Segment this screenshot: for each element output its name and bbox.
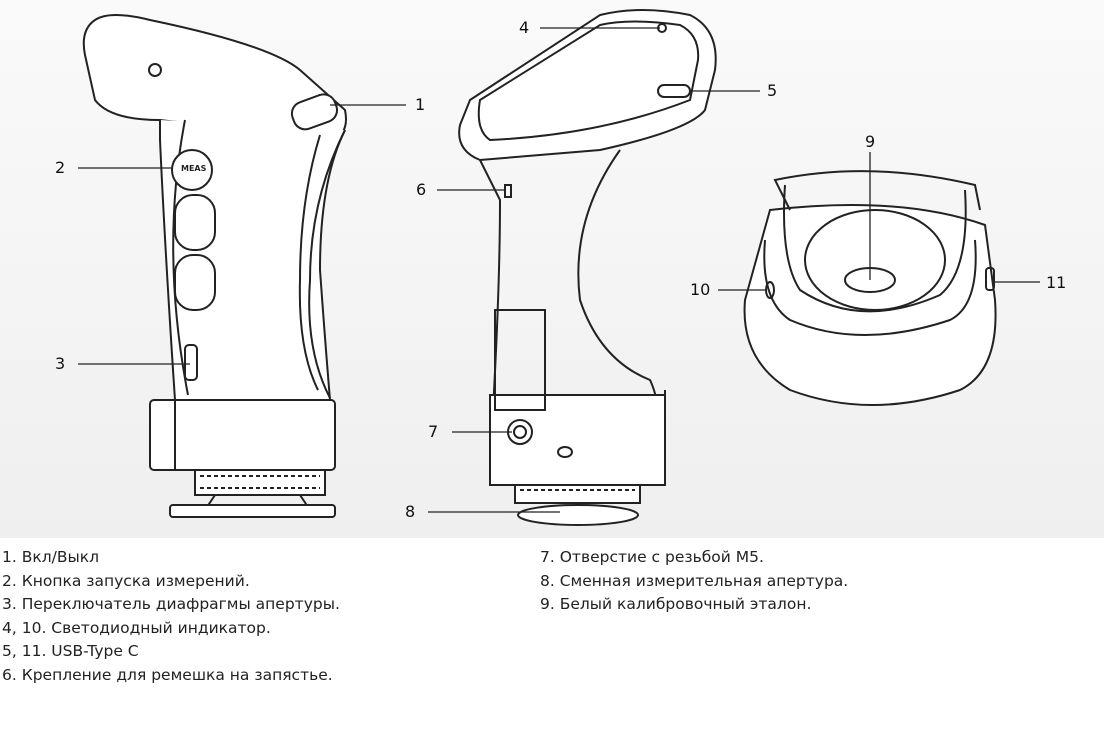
legend-left: 1. Вкл/Выкл 2. Кнопка запуска измерений.…	[2, 546, 340, 688]
legend-item: 2. Кнопка запуска измерений.	[2, 571, 250, 590]
device-side-view	[82, 14, 347, 518]
callout-9: 9	[865, 132, 876, 151]
callout-3: 3	[55, 354, 66, 373]
callout-2: 2	[55, 158, 66, 177]
legend-item: 8. Сменная измерительная апертура.	[540, 571, 849, 590]
callout-7: 7	[428, 422, 439, 441]
callout-1: 1	[415, 95, 426, 114]
callout-6: 6	[416, 180, 427, 199]
callout-8: 8	[405, 502, 416, 521]
legend-item: 4, 10. Светодиодный индикатор.	[2, 618, 271, 637]
callout-4: 4	[519, 18, 530, 37]
calibration-cradle	[743, 170, 997, 406]
legend-item: 3. Переключатель диафрагмы апертуры.	[2, 595, 340, 614]
meas-button-label: MEAS	[181, 164, 207, 173]
callout-5: 5	[767, 81, 778, 100]
legend-right: 7. Отверстие с резьбой M5. 8. Сменная из…	[540, 546, 848, 617]
callout-10: 10	[690, 280, 711, 299]
legend-item: 9. Белый калибровочный эталон.	[540, 595, 812, 614]
device-diagram: MEAS 1 2 3 4 5 6 7 8 9 10 11	[0, 0, 1104, 538]
legend-item: 1. Вкл/Выкл	[2, 548, 99, 566]
device-illustration	[78, 9, 1040, 526]
legend-item: 6. Крепление для ремешка на запястье.	[2, 665, 333, 684]
callout-11: 11	[1046, 273, 1067, 292]
device-front-view	[458, 9, 717, 526]
legend-item: 5, 11. USB-Type C	[2, 642, 139, 661]
legend-item: 7. Отверстие с резьбой M5.	[540, 548, 764, 566]
callout-lines	[78, 27, 1040, 513]
